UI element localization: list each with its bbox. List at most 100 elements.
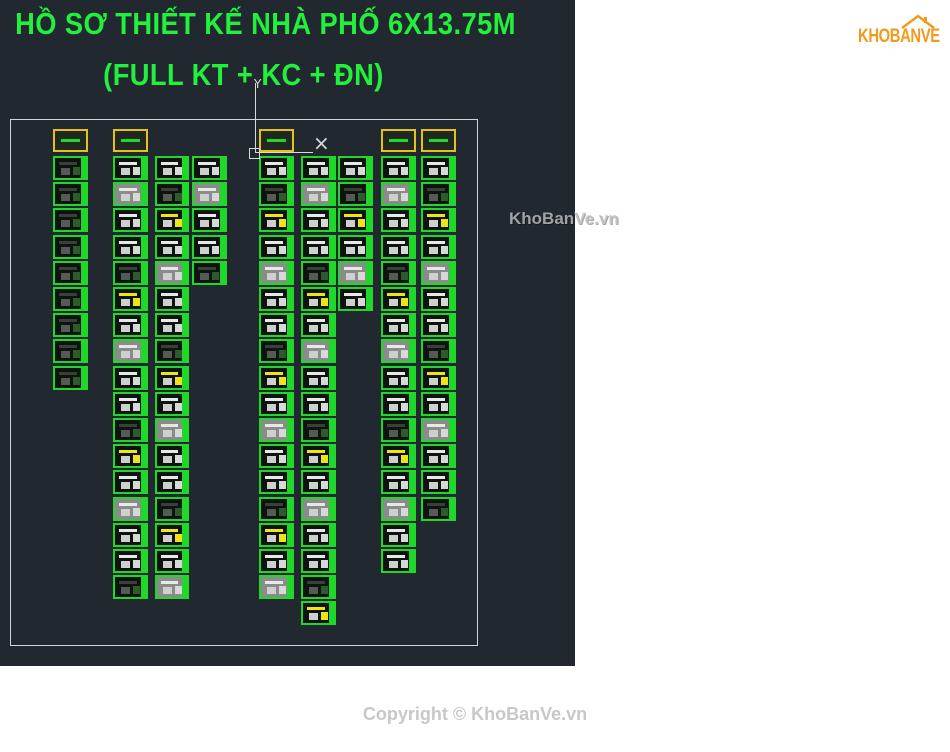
layout-sheet[interactable] xyxy=(259,208,294,233)
layout-sheet[interactable] xyxy=(113,522,148,547)
layout-sheet[interactable] xyxy=(301,208,336,233)
layout-sheet[interactable] xyxy=(338,208,373,233)
layout-sheet[interactable] xyxy=(301,365,336,390)
layout-sheet[interactable] xyxy=(259,418,294,442)
layout-sheet[interactable] xyxy=(381,470,416,495)
layout-sheet[interactable] xyxy=(338,287,373,311)
layout-sheet[interactable] xyxy=(301,549,336,573)
layout-sheet[interactable] xyxy=(381,313,416,338)
layout-sheet[interactable] xyxy=(155,418,189,442)
layout-sheet[interactable] xyxy=(381,549,416,573)
layout-sheet[interactable] xyxy=(53,339,88,364)
layout-sheet[interactable] xyxy=(192,208,227,233)
layout-sheet[interactable] xyxy=(155,575,189,600)
layout-sheet[interactable] xyxy=(113,182,148,207)
layout-sheet[interactable] xyxy=(301,313,336,338)
layout-sheet[interactable] xyxy=(259,522,294,547)
layout-sheet[interactable] xyxy=(421,418,456,442)
layout-sheet[interactable] xyxy=(301,601,336,626)
layout-sheet[interactable] xyxy=(421,365,456,390)
layout-sheet[interactable] xyxy=(259,444,294,469)
layout-sheet[interactable] xyxy=(113,208,148,233)
layout-sheet[interactable] xyxy=(155,208,189,233)
layout-sheet[interactable] xyxy=(338,156,373,180)
layout-sheet[interactable] xyxy=(421,391,456,416)
layout-sheet[interactable] xyxy=(192,234,227,259)
layout-sheet[interactable] xyxy=(421,313,456,338)
layout-sheet[interactable] xyxy=(259,365,294,390)
layout-sheet[interactable] xyxy=(155,313,189,338)
layout-sheet[interactable] xyxy=(421,444,456,469)
layout-sheet[interactable] xyxy=(53,287,88,311)
layout-sheet[interactable] xyxy=(113,418,148,442)
layout-sheet[interactable] xyxy=(192,260,227,285)
layout-sheet[interactable] xyxy=(155,391,189,416)
layout-sheet[interactable] xyxy=(301,522,336,547)
layout-sheet[interactable] xyxy=(53,182,88,207)
layout-sheet[interactable] xyxy=(381,522,416,547)
layout-sheet[interactable] xyxy=(53,365,88,390)
layout-sheet[interactable] xyxy=(259,287,294,311)
layout-sheet[interactable] xyxy=(53,234,88,259)
layout-sheet[interactable] xyxy=(381,287,416,311)
layout-sheet[interactable] xyxy=(155,234,189,259)
layout-sheet[interactable] xyxy=(301,260,336,285)
layout-sheet[interactable] xyxy=(381,208,416,233)
layout-sheet[interactable] xyxy=(301,156,336,180)
layout-sheet[interactable] xyxy=(301,496,336,521)
layout-sheet[interactable] xyxy=(259,549,294,573)
layout-sheet[interactable] xyxy=(113,391,148,416)
cad-drawing-viewport[interactable]: HỒ SƠ THIẾT KẾ NHÀ PHỐ 6X13.75M (FULL KT… xyxy=(0,0,575,666)
layout-sheet[interactable] xyxy=(113,234,148,259)
layout-sheet[interactable] xyxy=(301,470,336,495)
layout-sheet[interactable] xyxy=(113,313,148,338)
layout-sheet[interactable] xyxy=(113,496,148,521)
layout-sheet[interactable] xyxy=(301,339,336,364)
layout-sheet[interactable] xyxy=(421,234,456,259)
layout-sheet[interactable] xyxy=(421,182,456,207)
layout-sheet[interactable] xyxy=(192,182,227,207)
layout-sheet[interactable] xyxy=(381,156,416,180)
layout-sheet[interactable] xyxy=(155,156,189,180)
layout-sheet[interactable] xyxy=(421,208,456,233)
layout-sheet[interactable] xyxy=(155,365,189,390)
layout-sheet[interactable] xyxy=(53,208,88,233)
layout-sheet[interactable] xyxy=(259,496,294,521)
layout-sheet[interactable] xyxy=(301,575,336,600)
layout-sheet[interactable] xyxy=(113,365,148,390)
layout-sheet[interactable] xyxy=(155,522,189,547)
layout-sheet[interactable] xyxy=(259,313,294,338)
layout-sheet[interactable] xyxy=(53,156,88,180)
layout-sheet[interactable] xyxy=(301,444,336,469)
layout-sheet[interactable] xyxy=(381,444,416,469)
layout-sheet[interactable] xyxy=(421,496,456,521)
layout-sheet[interactable] xyxy=(113,156,148,180)
layout-sheet[interactable] xyxy=(301,234,336,259)
layout-sheet[interactable] xyxy=(381,365,416,390)
layout-sheet[interactable] xyxy=(155,260,189,285)
cover-sheet[interactable] xyxy=(421,129,456,152)
layout-sheet[interactable] xyxy=(381,260,416,285)
layout-sheet[interactable] xyxy=(155,287,189,311)
layout-sheet[interactable] xyxy=(421,260,456,285)
layout-sheet[interactable] xyxy=(155,339,189,364)
layout-sheet[interactable] xyxy=(259,470,294,495)
layout-sheet[interactable] xyxy=(192,156,227,180)
layout-sheet[interactable] xyxy=(259,182,294,207)
cover-sheet[interactable] xyxy=(53,129,88,152)
layout-sheet[interactable] xyxy=(259,391,294,416)
layout-sheet[interactable] xyxy=(259,575,294,600)
cover-sheet[interactable] xyxy=(381,129,416,152)
layout-sheet[interactable] xyxy=(113,287,148,311)
cover-sheet[interactable] xyxy=(113,129,148,152)
layout-sheet[interactable] xyxy=(421,156,456,180)
layout-sheet[interactable] xyxy=(259,156,294,180)
layout-sheet[interactable] xyxy=(53,313,88,338)
layout-sheet[interactable] xyxy=(421,287,456,311)
layout-sheet[interactable] xyxy=(301,391,336,416)
layout-sheet[interactable] xyxy=(301,287,336,311)
layout-sheet[interactable] xyxy=(113,549,148,573)
cover-sheet[interactable] xyxy=(259,129,294,152)
khobanve-logo[interactable]: KHOBANVE xyxy=(858,14,940,48)
layout-sheet[interactable] xyxy=(338,182,373,207)
